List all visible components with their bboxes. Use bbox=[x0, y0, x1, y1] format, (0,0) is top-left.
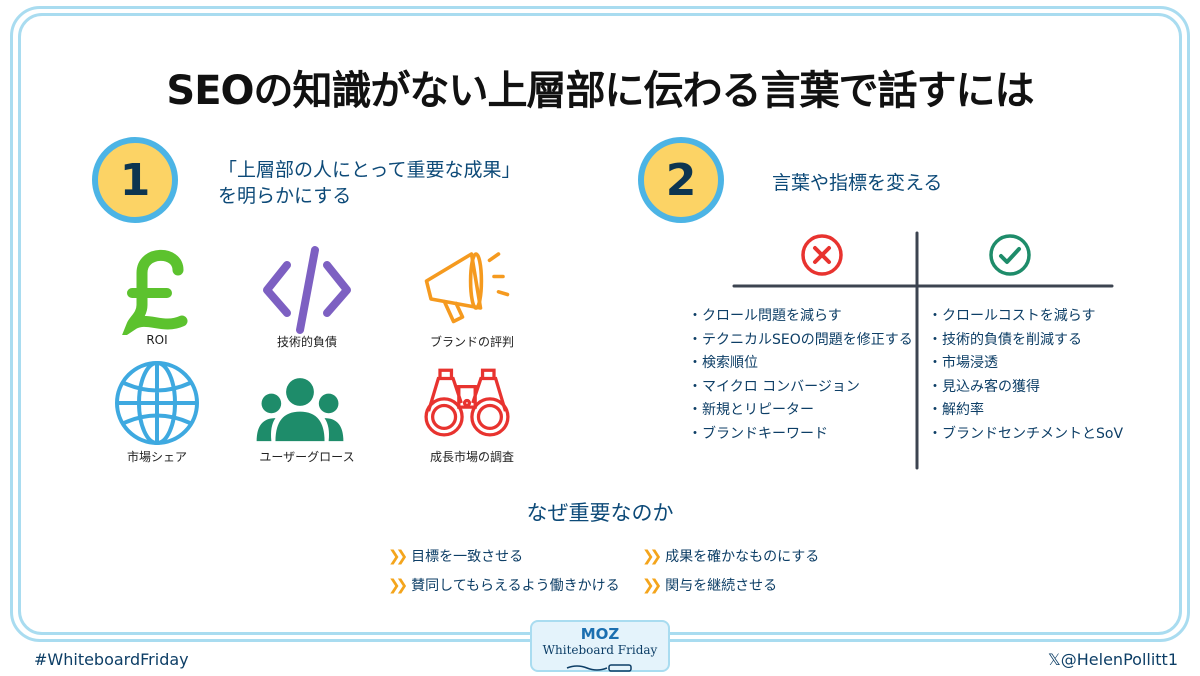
list-item: ・市場浸透 bbox=[928, 355, 998, 371]
chevron-icon: ❯❯ bbox=[642, 576, 662, 594]
why-item-text: 賛同してもらえるよう働きかける bbox=[411, 578, 620, 594]
outcome-label: ユーザーグロース bbox=[259, 450, 355, 464]
why-item: ❯❯賛同してもらえるよう働きかける bbox=[388, 575, 620, 595]
heading-line-1: 「上層部の人にとって重要な成果」 bbox=[218, 159, 521, 181]
list-item: ・クロール問題を減らす bbox=[688, 308, 842, 324]
binoculars-icon bbox=[424, 368, 510, 437]
step-1-badge: 1 bbox=[92, 137, 178, 223]
list-item: ・マイクロ コンバージョン bbox=[688, 378, 860, 395]
logo-title: Whiteboard Friday bbox=[542, 643, 658, 657]
cross-icon bbox=[801, 234, 843, 276]
outcome-label: 成長市場の調査 bbox=[429, 450, 514, 464]
list-item: ・ブランドセンチメントとSoV bbox=[928, 425, 1124, 442]
heading-line-2: を明らかにする bbox=[218, 185, 352, 207]
why-item-text: 関与を継続させる bbox=[665, 578, 778, 594]
list-item: ・新規とリピーター bbox=[688, 402, 814, 418]
page-title: SEOの知識がない上層部に伝わる言葉で話すには bbox=[166, 68, 1034, 114]
why-item-text: 成果を確かなものにする bbox=[665, 549, 820, 565]
moz-whiteboard-friday-logo: MOZ Whiteboard Friday bbox=[530, 620, 670, 672]
outcome-label: ブランドの評判 bbox=[429, 335, 514, 349]
chevron-icon: ❯❯ bbox=[388, 547, 408, 565]
outcome-label: ROI bbox=[146, 333, 168, 347]
logo-brand: MOZ bbox=[580, 625, 620, 643]
list-item: ・解約率 bbox=[928, 402, 984, 418]
author-handle: 𝕏@HelenPollitt1 bbox=[1047, 650, 1178, 669]
why-item: ❯❯関与を継続させる bbox=[642, 575, 777, 595]
users-icon bbox=[256, 378, 344, 442]
old-terms-list: ・クロール問題を減らす・テクニカルSEOの問題を修正する・検索順位・マイクロ コ… bbox=[688, 305, 913, 446]
why-item-text: 目標を一致させる bbox=[411, 549, 524, 565]
why-item: ❯❯目標を一致させる bbox=[388, 546, 523, 566]
why-item: ❯❯成果を確かなものにする bbox=[642, 546, 819, 566]
megaphone-icon bbox=[424, 252, 510, 324]
why-heading: なぜ重要なのか bbox=[526, 501, 674, 525]
list-item: ・クロールコストを減らす bbox=[928, 308, 1096, 324]
outcome-label: 市場シェア bbox=[126, 450, 187, 464]
step-2-badge: 2 bbox=[638, 137, 724, 223]
step-1-heading: 「上層部の人にとって重要な成果」を明らかにする bbox=[218, 157, 520, 209]
pound-icon bbox=[122, 249, 188, 335]
step-2-heading: 言葉や指標を変える bbox=[772, 172, 943, 194]
chevron-icon: ❯❯ bbox=[642, 547, 662, 565]
list-item: ・見込み客の獲得 bbox=[928, 378, 1040, 395]
list-item: ・検索順位 bbox=[688, 355, 758, 371]
hashtag: #WhiteboardFriday bbox=[34, 650, 189, 669]
globe-icon bbox=[115, 361, 199, 445]
new-terms-list: ・クロールコストを減らす・技術的負債を削減する・市場浸透・見込み客の獲得・解約率… bbox=[928, 305, 1123, 446]
check-icon bbox=[989, 234, 1031, 276]
marker-icon bbox=[566, 664, 632, 672]
chevron-icon: ❯❯ bbox=[388, 576, 408, 594]
list-item: ・ブランドキーワード bbox=[688, 425, 828, 442]
list-item: ・テクニカルSEOの問題を修正する bbox=[688, 331, 913, 348]
comparison-table-lines bbox=[732, 231, 1114, 470]
list-item: ・技術的負債を削減する bbox=[928, 331, 1082, 348]
code-icon bbox=[263, 246, 351, 334]
outcome-label: 技術的負債 bbox=[276, 335, 337, 349]
